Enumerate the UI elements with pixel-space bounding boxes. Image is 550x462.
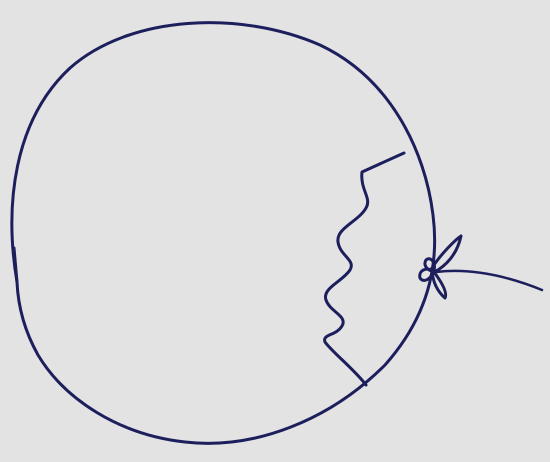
sketch-background [0, 0, 550, 462]
hand-drawn-sketch [0, 0, 550, 462]
